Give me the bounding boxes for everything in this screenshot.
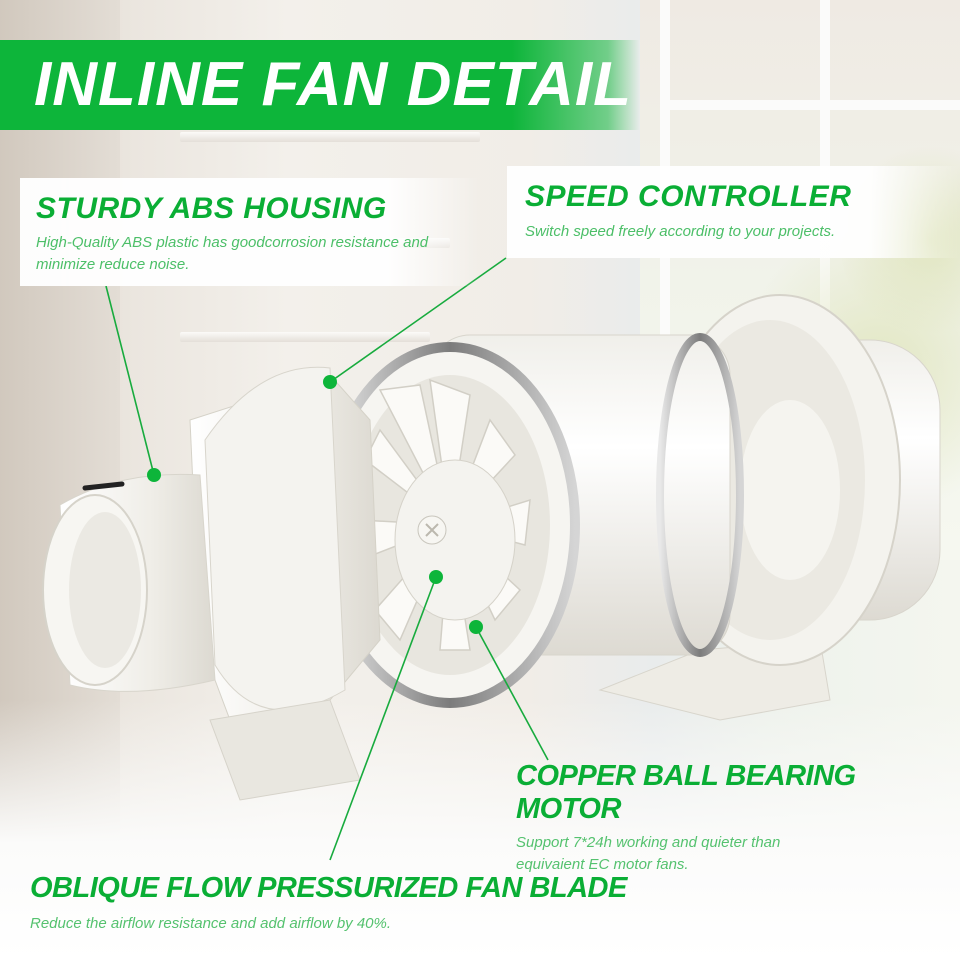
kitchen-shelf xyxy=(180,332,430,342)
callout-description: Switch speed freely according to your pr… xyxy=(525,223,836,240)
arrow-mark xyxy=(82,481,125,491)
page-title: INLINE FAN DETAIL xyxy=(34,50,632,119)
callout-abs-housing: STURDY ABS HOUSING High-Quality ABS plas… xyxy=(20,178,480,286)
green-dot-marker xyxy=(323,375,337,389)
kitchen-shelf xyxy=(180,132,480,142)
callout-fan-blade: OBLIQUE FLOW PRESSURIZED FAN BLADE Reduc… xyxy=(30,872,627,935)
callout-description-line: Support 7*24h working and quieter than xyxy=(516,834,781,851)
callout-title: STURDY ABS HOUSING xyxy=(36,192,387,225)
callout-title: OBLIQUE FLOW PRESSURIZED FAN BLADE xyxy=(30,872,627,904)
abs-housing xyxy=(42,366,381,801)
callout-title: SPEED CONTROLLER xyxy=(525,180,852,213)
green-dot-marker xyxy=(429,570,443,584)
floor-fade xyxy=(0,700,960,960)
green-dot-marker xyxy=(469,620,483,634)
callout-title: COPPER BALL BEARING MOTOR xyxy=(516,760,856,825)
callout-description: High-Quality ABS plastic has goodcorrosi… xyxy=(36,234,429,273)
callout-dots xyxy=(147,375,483,634)
callout-speed-controller: SPEED CONTROLLER Switch speed freely acc… xyxy=(507,166,960,258)
callout-copper-motor: COPPER BALL BEARING MOTOR Support 7*24h … xyxy=(516,760,960,876)
title-banner: INLINE FAN DETAIL xyxy=(0,40,640,130)
callout-description-line: equivaient EC motor fans. xyxy=(516,856,689,873)
callout-description: Reduce the airflow resistance and add ai… xyxy=(30,915,392,932)
green-dot-marker xyxy=(147,468,161,482)
